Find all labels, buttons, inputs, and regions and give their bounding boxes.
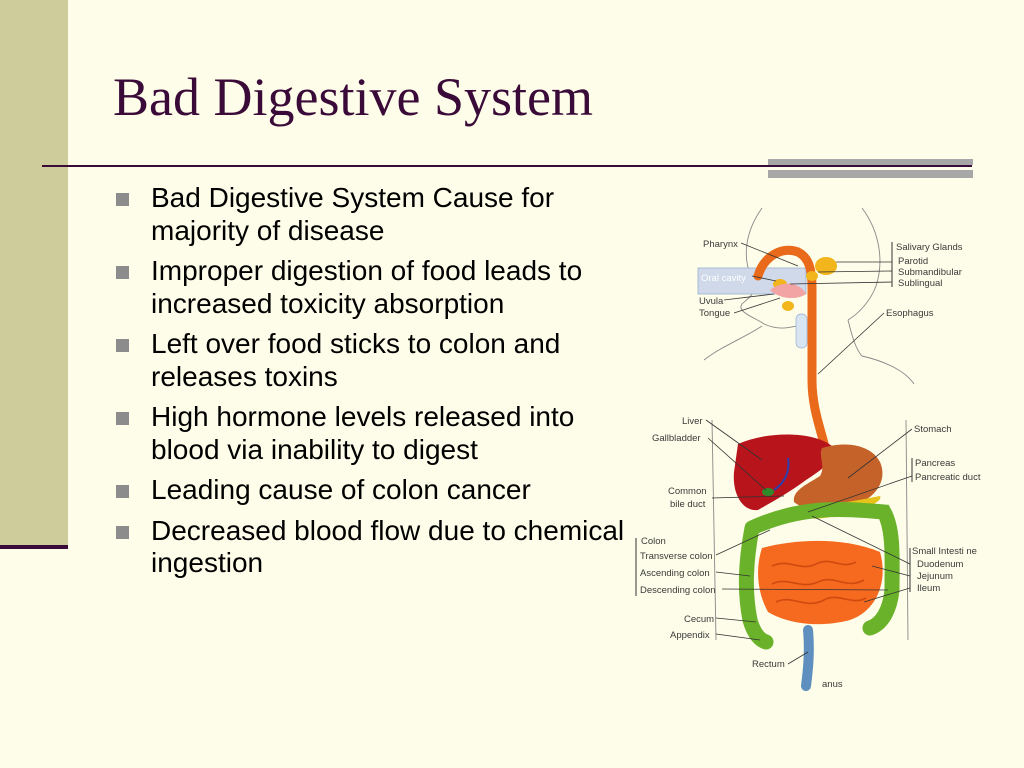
- rectum-shape: [801, 625, 814, 691]
- bullet-item: Decreased blood flow due to chemical ing…: [116, 515, 636, 580]
- body-outline: [703, 207, 915, 641]
- label-parotid: Parotid: [898, 256, 928, 267]
- label-colon: Colon: [641, 536, 666, 547]
- title-rule-bar-bottom: [768, 170, 973, 178]
- bullet-item: Bad Digestive System Cause for majority …: [116, 182, 636, 247]
- gallbladder-shape: [762, 488, 774, 496]
- bullet-text: Bad Digestive System Cause for majority …: [151, 182, 555, 246]
- bullet-list: Bad Digestive System Cause for majority …: [116, 182, 636, 588]
- bullet-text: Decreased blood flow due to chemical ing…: [151, 514, 625, 579]
- label-esophagus: Esophagus: [886, 308, 934, 319]
- square-bullet-icon: [116, 193, 129, 206]
- label-ascending-colon: Ascending colon: [640, 568, 710, 579]
- label-transverse-colon: Transverse colon: [640, 551, 713, 562]
- left-accent-line: [0, 545, 68, 549]
- label-pancreas: Pancreas: [915, 458, 955, 469]
- digestive-system-diagram: Pharynx Oral cavity Uvula Tongue Liver G…: [635, 207, 981, 691]
- square-bullet-icon: [116, 485, 129, 498]
- label-liver: Liver: [682, 416, 703, 427]
- left-accent-band: [0, 0, 68, 547]
- label-descending-colon: Descending colon: [640, 585, 716, 596]
- label-gallbladder: Gallbladder: [652, 433, 701, 444]
- label-uvula: Uvula: [699, 296, 724, 307]
- label-bile-duct: bile duct: [670, 499, 706, 510]
- square-bullet-icon: [116, 412, 129, 425]
- bullet-item: Improper digestion of food leads to incr…: [116, 255, 636, 320]
- square-bullet-icon: [116, 525, 129, 539]
- label-salivary-glands: Salivary Glands: [896, 242, 963, 253]
- label-pharynx: Pharynx: [703, 239, 738, 250]
- label-cecum: Cecum: [684, 614, 714, 625]
- label-jejunum: Jejunum: [917, 571, 953, 582]
- label-sublingual: Sublingual: [898, 278, 942, 289]
- left-label-leaders: [705, 242, 889, 665]
- bullet-text: Left over food sticks to colon and relea…: [151, 328, 561, 392]
- label-small-intestine: Small Intesti ne: [912, 546, 977, 557]
- small-intestine-shape: [758, 540, 883, 625]
- bullet-text: Leading cause of colon cancer: [151, 474, 531, 505]
- right-label-leaders: [789, 242, 913, 603]
- trachea-shape: [795, 313, 808, 349]
- liver-shape: [733, 434, 834, 511]
- label-submandibular: Submandibular: [898, 267, 962, 278]
- bullet-text: Improper digestion of food leads to incr…: [151, 255, 583, 319]
- square-bullet-icon: [116, 266, 129, 279]
- label-ileum: Ileum: [917, 583, 940, 594]
- tongue-shape: [770, 283, 806, 299]
- slide-title: Bad Digestive System: [113, 67, 593, 127]
- label-anus: anus: [822, 679, 843, 690]
- colon-shape: [738, 501, 900, 650]
- bullet-item: Left over food sticks to colon and relea…: [116, 328, 636, 393]
- label-duodenum: Duodenum: [917, 559, 964, 570]
- label-oral-cavity: Oral cavity: [701, 273, 746, 284]
- label-rectum: Rectum: [752, 659, 785, 670]
- bullet-item: High hormone levels released into blood …: [116, 401, 636, 466]
- title-rule-bar-top: [768, 159, 973, 165]
- square-bullet-icon: [116, 339, 129, 352]
- title-rule: [42, 165, 972, 167]
- label-common: Common: [668, 486, 707, 497]
- label-stomach: Stomach: [914, 424, 952, 435]
- bullet-item: Leading cause of colon cancer: [116, 474, 636, 507]
- bullet-text: High hormone levels released into blood …: [151, 401, 575, 465]
- label-pancreatic-duct: Pancreatic duct: [915, 472, 981, 483]
- label-appendix: Appendix: [670, 630, 710, 641]
- label-tongue: Tongue: [699, 308, 730, 319]
